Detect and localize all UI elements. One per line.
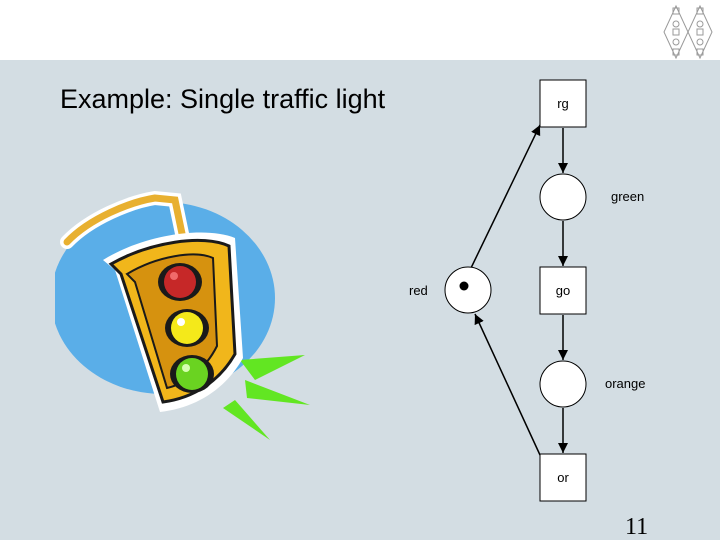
header-band [0, 0, 720, 60]
transition-or [539, 453, 587, 502]
transition-go [539, 266, 587, 315]
logo-icon [663, 4, 713, 60]
transition-rg-label: rg [557, 96, 569, 111]
transition-rg [539, 79, 587, 128]
arc-red-rg [470, 124, 541, 269]
transition-or-label: or [557, 470, 569, 485]
light-ray [240, 355, 305, 380]
transition-go-label: go [556, 283, 570, 298]
place-red [444, 266, 492, 314]
place-orange [539, 360, 587, 408]
yellow-lamp [171, 312, 203, 344]
place-green [539, 173, 587, 221]
red-lamp [164, 266, 196, 298]
traffic-light-clipart [55, 190, 310, 440]
green-lamp [176, 358, 208, 390]
light-ray [223, 400, 270, 440]
place-red-label: red [409, 283, 428, 298]
arc-or-red [474, 313, 541, 456]
place-orange-label: orange [605, 376, 645, 391]
place-green-label: green [611, 189, 644, 204]
page-number: 11 [625, 514, 649, 540]
token-dot [459, 281, 469, 291]
petri-net-diagram: rg go or green orange red [409, 79, 645, 502]
slide-title: Example: Single traffic light [60, 84, 386, 114]
light-ray [245, 380, 310, 405]
